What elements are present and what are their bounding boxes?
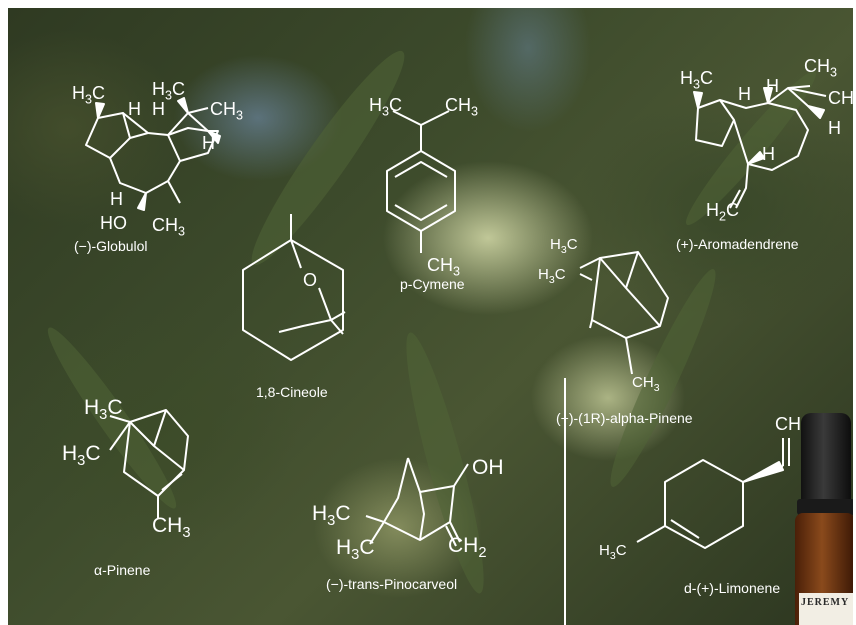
limonene-structure: CH2 H3C C <box>593 408 823 578</box>
essential-oil-bottle: JEREMY <box>793 413 853 625</box>
globulol-h4: H <box>110 189 123 209</box>
pinocarveol-name: (−)-trans-Pinocarveol <box>326 576 458 592</box>
globulol-h3: H <box>202 133 215 153</box>
aromadendrene-name: (+)-Aromadendrene <box>676 236 799 252</box>
pinocarveol-h3c-b: H3C <box>336 536 375 564</box>
cymene-structure: H3C CH3 CH3 <box>363 93 503 279</box>
cineole-structure: O <box>233 208 373 378</box>
alpha-pinene-r-structure: H3C H3C CH3 <box>528 228 688 398</box>
globulol-h2: H <box>152 99 165 119</box>
aromadendrene-ch3: CH3 <box>804 56 838 80</box>
limonene-name: d-(+)-Limonene <box>684 580 781 596</box>
cap-ring <box>797 499 853 515</box>
aromadendrene-h1: H <box>738 84 751 104</box>
globulol-name: (−)-Globulol <box>74 238 148 254</box>
globulol-ho: HO <box>100 213 128 233</box>
bottle-label: JEREMY <box>799 593 853 625</box>
globulol-h1: H <box>128 99 141 119</box>
aromadendrene-skeleton <box>693 85 827 209</box>
alpha-pinene-h3c-b: H3C <box>62 442 101 470</box>
cymene-h3c: H3C <box>369 95 403 119</box>
cymene-skeleton <box>386 110 456 253</box>
globulol-structure: H3C H3C CH3 H H H H HO CH3 <box>68 73 268 243</box>
aromadendrene-h3: H <box>828 118 841 138</box>
dropper-cap <box>801 413 851 505</box>
bottle-label-text: JEREMY <box>801 597 850 608</box>
limonene-skeleton <box>636 438 790 549</box>
aromadendrene-structure: H3C CH3 CH3 H H H H H2C <box>668 48 853 233</box>
aromadendrene-h2: H <box>766 76 779 96</box>
alpha-pinene-h3c: H3C <box>84 396 123 424</box>
divider-line <box>564 378 566 625</box>
cineole-name: 1,8-Cineole <box>256 384 328 400</box>
cineole-o: O <box>303 270 318 290</box>
alpha-pinene-r-h3c-b: H3C <box>538 266 566 286</box>
alpha-pinene-structure: H3C H3C CH3 <box>58 388 228 548</box>
alpha-pinene-r-h3c: H3C <box>550 236 578 256</box>
globulol-skeleton <box>85 97 221 211</box>
alpha-pinene-ch3: CH3 <box>152 514 191 542</box>
alpha-pinene-skeleton <box>109 409 189 518</box>
cymene-ch3-b: CH3 <box>427 255 461 279</box>
globulol-h3c: H3C <box>72 83 106 107</box>
globulol-h3c-b: H3C <box>152 79 186 103</box>
pinocarveol-skeleton <box>365 457 469 547</box>
cymene-ch3: CH3 <box>445 95 479 119</box>
limonene-h3c: H3C <box>599 542 627 562</box>
aromadendrene-h3c: H3C <box>680 68 714 92</box>
eucalyptus-photo-background: H3C H3C CH3 H H H H HO CH3 (−)-Globulol … <box>8 8 853 625</box>
alpha-pinene-name: α-Pinene <box>94 562 151 578</box>
pinocarveol-ch2: CH2 <box>448 534 487 562</box>
pinocarveol-oh: OH <box>472 456 504 479</box>
alpha-pinene-r-ch3: CH3 <box>632 374 660 394</box>
aromadendrene-h2c: H2C <box>706 200 740 224</box>
globulol-ch3-b: CH3 <box>152 215 186 239</box>
pinocarveol-structure: OH H3C H3C CH2 <box>308 448 528 588</box>
alpha-pinene-r-name: (+)-(1R)-alpha-Pinene <box>556 410 693 426</box>
aromadendrene-h4: H <box>762 144 775 164</box>
alpha-pinene-r-skeleton <box>579 251 669 375</box>
globulol-ch3: CH3 <box>210 99 244 123</box>
aromadendrene-ch3-b: CH3 <box>828 88 853 108</box>
cymene-name: p-Cymene <box>400 276 465 292</box>
cineole-skeleton <box>242 214 346 361</box>
pinocarveol-h3c: H3C <box>312 502 351 530</box>
